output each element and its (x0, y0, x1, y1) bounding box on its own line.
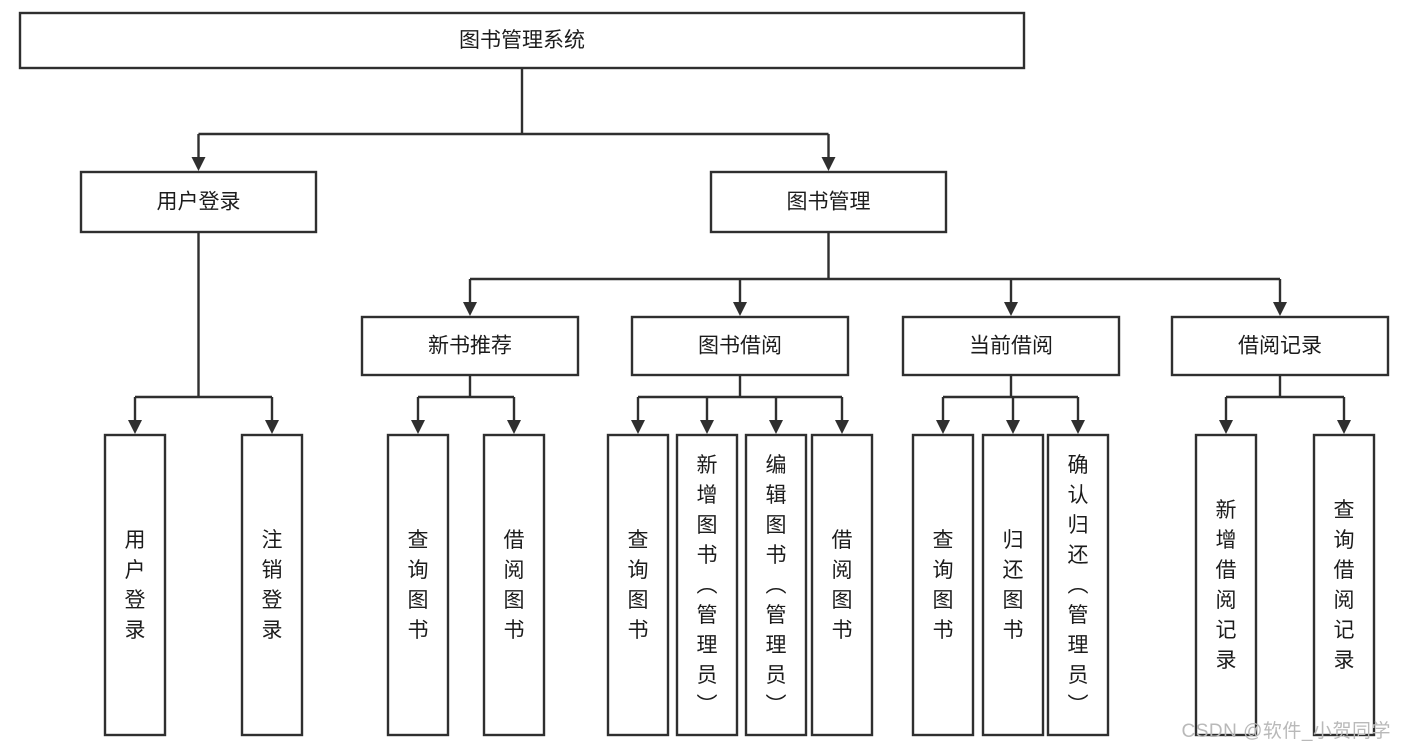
arrow-head-icon (1273, 302, 1287, 316)
arrow-head-icon (1219, 420, 1233, 434)
arrow-head-icon (733, 302, 747, 316)
node-root[interactable]: 图书管理系统 (18, 11, 1026, 70)
arrow-head-icon (1006, 420, 1020, 434)
node-leaf-add-book[interactable]: 新增图书︵管理员︶ (675, 433, 739, 737)
node-label: 当前借阅 (969, 335, 1053, 358)
node-book-manage[interactable]: 图书管理 (709, 170, 948, 234)
edges-layer (128, 68, 1351, 434)
edge-group-current-borrow (936, 375, 1085, 434)
node-box (79, 170, 318, 234)
node-box (18, 11, 1026, 70)
node-label: 用户登录 (125, 529, 146, 642)
node-leaf-confirm-return[interactable]: 确认归还︵管理员︶ (1046, 433, 1110, 737)
node-leaf-borrow-book-1[interactable]: 借阅图书 (482, 433, 546, 737)
node-label: 图书管理 (787, 191, 871, 214)
node-leaf-query-book-2[interactable]: 查询图书 (606, 433, 670, 737)
arrow-head-icon (631, 420, 645, 434)
node-leaf-user-login[interactable]: 用户登录 (103, 433, 167, 737)
edge-group-root (191, 68, 836, 171)
arrow-head-icon (128, 420, 142, 434)
node-label: 借阅图书 (832, 529, 853, 642)
edge-group-book-borrow (631, 375, 849, 434)
arrow-head-icon (835, 420, 849, 434)
node-leaf-query-book-3[interactable]: 查询图书 (911, 433, 975, 737)
node-box (1194, 433, 1258, 737)
node-box (630, 315, 850, 377)
node-label: 查询图书 (628, 529, 649, 642)
node-box (675, 433, 739, 737)
node-box (1046, 433, 1110, 737)
node-label: 借阅图书 (504, 529, 525, 642)
node-box (1170, 315, 1390, 377)
node-label: 借阅记录 (1238, 335, 1322, 358)
node-label: 用户登录 (157, 191, 241, 214)
node-label: 确认归还︵管理员︶ (1068, 454, 1089, 717)
node-book-borrow[interactable]: 图书借阅 (630, 315, 850, 377)
node-box (240, 433, 304, 737)
node-label: 编辑图书︵管理员︶ (766, 454, 787, 717)
node-label: 新增借阅记录 (1216, 499, 1237, 672)
edge-group-book-manage (463, 232, 1287, 316)
node-box (810, 433, 874, 737)
arrow-head-icon (821, 157, 836, 171)
node-borrow-record[interactable]: 借阅记录 (1170, 315, 1390, 377)
node-leaf-borrow-book-2[interactable]: 借阅图书 (810, 433, 874, 737)
node-user-login[interactable]: 用户登录 (79, 170, 318, 234)
node-label: 归还图书 (1003, 529, 1024, 642)
node-current-borrow[interactable]: 当前借阅 (901, 315, 1121, 377)
node-leaf-query-record[interactable]: 查询借阅记录 (1312, 433, 1376, 737)
arrow-head-icon (191, 157, 206, 171)
node-label: 查询图书 (933, 529, 954, 642)
node-label: 新增图书︵管理员︶ (697, 454, 718, 717)
node-box (1312, 433, 1376, 737)
arrow-head-icon (1004, 302, 1018, 316)
node-box (744, 433, 808, 737)
node-new-book-rec[interactable]: 新书推荐 (360, 315, 580, 377)
edge-group-new-book-rec (411, 375, 521, 434)
arrow-head-icon (700, 420, 714, 434)
node-box (606, 433, 670, 737)
node-box (901, 315, 1121, 377)
node-box (981, 433, 1045, 737)
node-box (386, 433, 450, 737)
arrow-head-icon (1071, 420, 1085, 434)
node-box (103, 433, 167, 737)
arrow-head-icon (1337, 420, 1351, 434)
node-leaf-query-book-1[interactable]: 查询图书 (386, 433, 450, 737)
node-label: 图书管理系统 (459, 29, 585, 52)
arrow-head-icon (463, 302, 477, 316)
arrow-head-icon (507, 420, 521, 434)
node-leaf-edit-book[interactable]: 编辑图书︵管理员︶ (744, 433, 808, 737)
edge-group-borrow-record (1219, 375, 1351, 434)
edge-group-user-login (128, 232, 279, 434)
node-leaf-return-book[interactable]: 归还图书 (981, 433, 1045, 737)
node-box (911, 433, 975, 737)
node-label: 新书推荐 (428, 335, 512, 358)
node-box (709, 170, 948, 234)
node-box (482, 433, 546, 737)
node-label: 查询图书 (408, 529, 429, 642)
arrow-head-icon (411, 420, 425, 434)
arrow-head-icon (769, 420, 783, 434)
node-label: 图书借阅 (698, 335, 782, 358)
node-leaf-logout[interactable]: 注销登录 (240, 433, 304, 737)
node-box (360, 315, 580, 377)
arrow-head-icon (265, 420, 279, 434)
arrow-head-icon (936, 420, 950, 434)
node-leaf-add-record[interactable]: 新增借阅记录 (1194, 433, 1258, 737)
node-label: 查询借阅记录 (1334, 499, 1355, 672)
node-label: 注销登录 (262, 529, 283, 642)
nodes-layer: 图书管理系统用户登录图书管理新书推荐图书借阅当前借阅借阅记录用户登录注销登录查询… (18, 11, 1390, 737)
